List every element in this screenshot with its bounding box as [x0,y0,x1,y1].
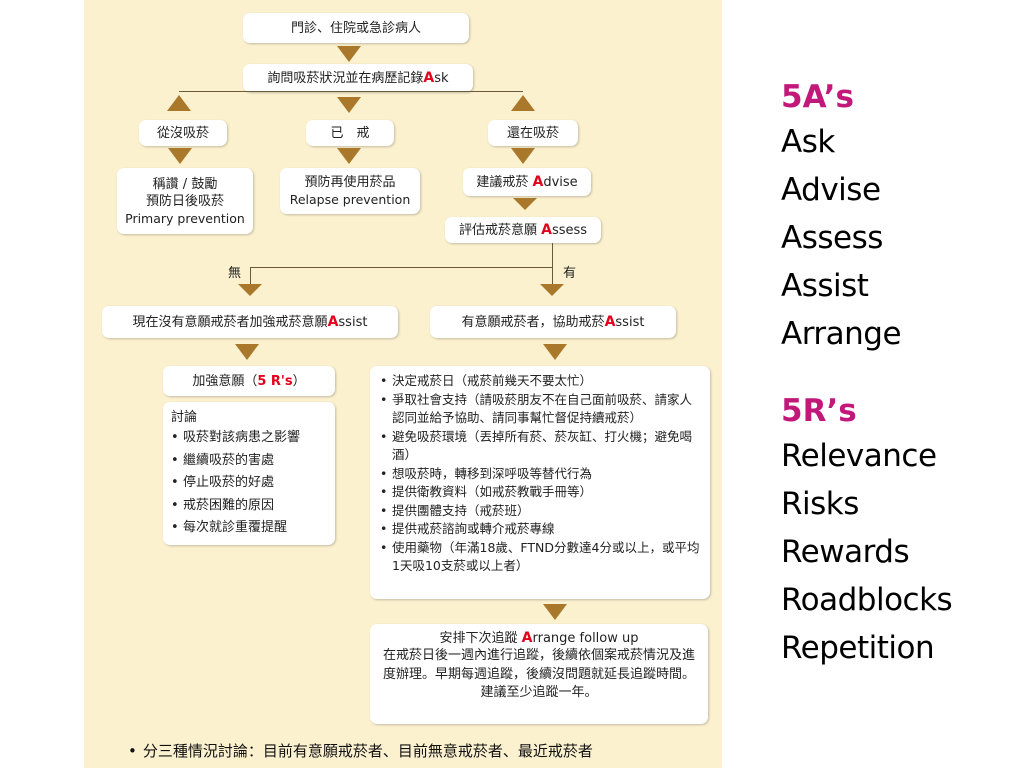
arrow-down-icon [513,198,537,210]
patient-source-box: 門診、住院或急診病人 [243,13,469,43]
summary-column: 5A’s Ask Advise Assess Assist Arrange 5R… [781,76,953,672]
discuss-list-box: 討論 吸菸對該病患之影響 繼續吸菸的害處 停止吸菸的好處 戒菸困難的原因 每次就… [163,402,335,545]
praise-line1: 稱讚 / 鼓勵 [152,176,218,192]
yes-assist-text: 有意願戒菸者，協助戒菸 [461,314,605,330]
five-r-header: 5R’s [781,393,857,429]
arrow-mid-branch-icon [337,97,361,113]
patient-source-text: 門診、住院或急診病人 [290,20,421,36]
branch-line-top [179,91,523,92]
list-item: 提供戒菸諮詢或轉介戒菸專線 [380,520,700,539]
quit-text: 已 戒 [330,125,370,141]
no-intention-assist-box: 現在沒有意願戒菸者加強戒菸意願Assist [102,306,398,338]
yes-assist-rest: ssist [615,314,645,330]
assist-list: 決定戒菸日（戒菸前幾天不要太忙） 爭取社會支持（請吸菸朋友不在自己面前吸菸、請家… [380,372,700,576]
no-assist-letter: A [327,313,339,330]
list-item: 想吸菸時，轉移到深呼吸等替代行為 [380,465,700,484]
ask-box: 詢問吸菸狀況並在病歷記錄Ask [243,64,473,92]
arrange-box: 安排下次追蹤 Arrange follow up 在戒菸日後一週內進行追蹤，後續… [370,624,708,724]
arrange-title: 安排下次追蹤 [439,631,522,646]
praise-line2: 預防日後吸菸 [145,193,224,209]
arrange-letter: A [521,630,533,646]
intention-assist-box: 有意願戒菸者，協助戒菸Assist [430,306,676,338]
branch-yes-label: 有 [563,266,577,281]
advise-rest: dvise [543,174,578,190]
five-r-item: Rewards [781,534,910,570]
five-r-red: 5 R's [257,373,293,389]
five-a-item: Advise [781,172,881,208]
relapse-line1: 預防再使用菸品 [304,175,396,190]
no-branch-drop [250,267,251,284]
list-item: 每次就診重覆提醒 [171,517,327,540]
footer-note-text: 分三種情況討論：目前有意願戒菸者、目前無意戒菸者、最近戒菸者 [142,742,593,760]
list-item: 繼續吸菸的害處 [171,450,327,473]
five-a-item: Assess [781,220,883,256]
five-r-close: ） [292,373,306,389]
five-r-item: Repetition [781,630,935,666]
never-smoked-box: 從沒吸菸 [139,120,227,146]
relapse-line2: Relapse prevention [289,192,411,207]
arrow-down-icon [168,148,192,164]
assess-letter: A [541,221,552,238]
five-a-header: 5A’s [781,79,854,115]
list-item: 吸菸對該病患之影響 [171,427,327,450]
list-item: 提供團體支持（戒菸班） [380,502,700,521]
five-a-item: Ask [781,124,835,160]
ask-rest: sk [434,70,449,86]
footer-note: • 分三種情況討論：目前有意願戒菸者、目前無意戒菸者、最近戒菸者 [128,740,593,761]
arrow-down-icon [337,148,361,164]
arrow-down-icon [540,284,564,296]
arrow-down-icon [543,344,567,360]
list-item: 避免吸菸環境（丟掉所有菸、菸灰缸、打火機；避免喝酒） [380,428,700,465]
list-item: 提供衛教資料（如戒菸教戰手冊等） [380,483,700,502]
assess-box: 評估戒菸意願 Assess [445,217,601,243]
five-rs-box: 加強意願（5 R's） [163,366,335,396]
still-smoking-box: 還在吸菸 [488,120,578,146]
arrow-down-icon [235,344,259,360]
list-item: 使用藥物（年滿18歲、FTND分數達4分或以上，或平均1天吸10支菸或以上者） [380,539,700,576]
arrange-body: 在戒菸日後一週內進行追蹤，後續依個案戒菸情況及進度辦理。早期每週追蹤，後續沒問題… [382,648,695,700]
bullet-icon: • [128,742,137,760]
ask-text: 詢問吸菸狀況並在病歷記錄 [267,70,424,86]
yes-branch-drop [552,267,553,284]
list-item: 決定戒菸日（戒菸前幾天不要太忙） [380,372,700,391]
no-assist-rest: ssist [338,314,368,330]
advise-text: 建議戒菸 [476,174,533,190]
never-smoked-text: 從沒吸菸 [156,125,209,141]
assess-rest: ssess [551,222,588,238]
praise-line3: Primary prevention [125,210,245,226]
discuss-title: 討論 [171,410,198,425]
arrow-down-icon [543,604,567,620]
five-r-item: Risks [781,486,859,522]
arrange-rest: rrange follow up [532,631,639,646]
list-item: 戒菸困難的原因 [171,495,327,518]
five-r-text: 加強意願（ [192,373,258,389]
arrow-down-icon [511,148,535,164]
advise-letter: A [532,173,544,190]
five-a-item: Arrange [781,316,902,352]
branch-no-label: 無 [228,266,242,281]
five-r-item: Relevance [781,438,937,474]
ask-letter: A [423,69,435,86]
yes-no-branch-line [250,267,553,268]
arrow-down-icon [337,46,361,62]
five-a-item: Assist [781,268,869,304]
no-assist-text: 現在沒有意願戒菸者加強戒菸意願 [132,314,328,330]
list-item: 爭取社會支持（請吸菸朋友不在自己面前吸菸、請家人認同並給予協助、請同事幫忙督促持… [380,391,700,428]
five-r-item: Roadblocks [781,582,953,618]
arrow-down-icon [238,284,262,296]
arrow-right-branch-icon [511,95,535,111]
assess-stem-line [552,243,553,267]
still-smoking-text: 還在吸菸 [506,125,559,141]
arrow-left-branch-icon [167,95,191,111]
advise-box: 建議戒菸 Advise [463,168,591,196]
list-item: 停止吸菸的好處 [171,472,327,495]
relapse-box: 預防再使用菸品 Relapse prevention [280,168,420,214]
assess-text: 評估戒菸意願 [458,222,542,238]
praise-box: 稱讚 / 鼓勵 預防日後吸菸 Primary prevention [117,168,253,234]
discuss-list: 吸菸對該病患之影響 繼續吸菸的害處 停止吸菸的好處 戒菸困難的原因 每次就診重覆… [171,427,327,540]
yes-assist-letter: A [604,313,616,330]
assist-list-box: 決定戒菸日（戒菸前幾天不要太忙） 爭取社會支持（請吸菸朋友不在自己面前吸菸、請家… [370,366,710,599]
quit-box: 已 戒 [306,120,394,146]
